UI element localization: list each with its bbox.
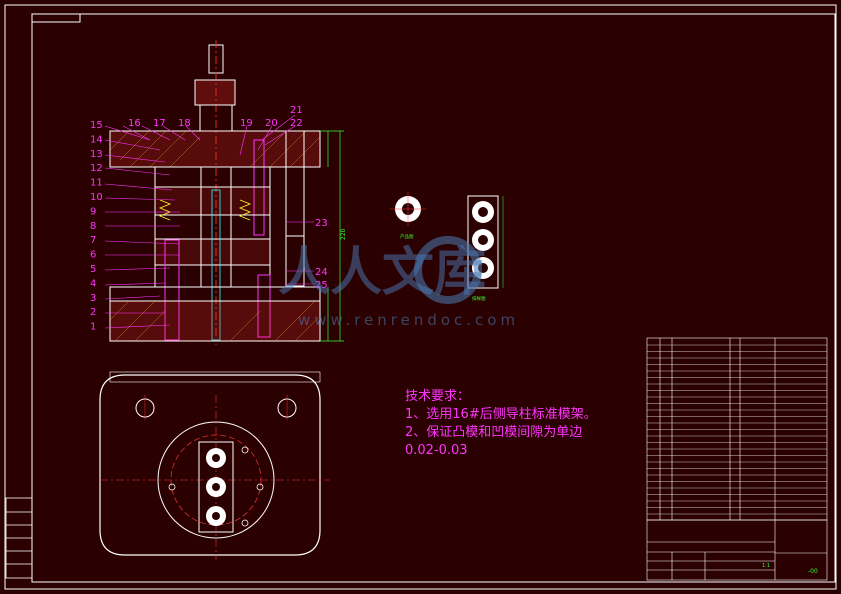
part-label-4: 4 [90,278,96,289]
svg-text:220: 220 [340,228,347,240]
part-label-13: 13 [90,149,103,160]
part-label-19: 19 [240,118,253,129]
part-label-6: 6 [90,250,96,261]
part-label-24: 24 [315,267,328,278]
title-block-rows [647,344,827,515]
plan-view [99,371,330,560]
part-label-9: 9 [90,206,96,217]
part-label-17: 17 [153,118,166,129]
title-block [646,337,828,581]
scale-label: 1:1 [762,563,770,569]
part-label-7: 7 [90,235,96,246]
part-label-8: 8 [90,221,96,232]
part-label-15: 15 [90,120,103,131]
svg-text:排样图: 排样图 [472,295,486,302]
part-label-11: 11 [90,178,103,189]
part-labels-top: 16 17 18 19 20 21 22 [128,105,303,129]
part-label-18: 18 [178,118,191,129]
part-labels-right: 23 24 25 [315,218,328,291]
part-label-2: 2 [90,307,96,318]
tech-item-1: 1、选用16#后侧导柱标准模架。 [405,407,597,422]
technical-requirements: 技术要求： 1、选用16#后侧导柱标准模架。 2、保证凸模和凹模间隙为单边0.0… [405,388,605,460]
part-label-14: 14 [90,134,103,145]
part-label-23: 23 [315,218,328,229]
part-label-3: 3 [90,293,96,304]
part-label-20: 20 [265,118,278,129]
part-caption: 产品图 [400,233,414,240]
tech-heading: 技术要求： [405,389,471,404]
part-label-25: 25 [315,280,328,291]
part-labels-left: 15 14 13 12 11 10 9 8 7 6 5 4 3 2 1 [90,120,103,333]
strip-layout: 排样图 [467,195,504,302]
section-view: 220 [104,40,347,345]
part-label-10: 10 [90,192,103,203]
corner-box [31,13,81,23]
part-label-1: 1 [90,322,96,333]
part-label-21: 21 [290,105,303,116]
tech-item-2: 2、保证凸模和凹模间隙为单边0.02-0.03 [405,425,583,458]
product-part: 产品图 [390,192,426,240]
sheet-label: -00 [808,568,818,575]
outer-frame [4,4,837,590]
left-stamp-boxes [5,497,33,579]
part-label-5: 5 [90,264,96,275]
part-label-16: 16 [128,118,141,129]
part-label-12: 12 [90,163,103,174]
part-label-22: 22 [290,118,303,129]
inner-frame [31,13,836,583]
